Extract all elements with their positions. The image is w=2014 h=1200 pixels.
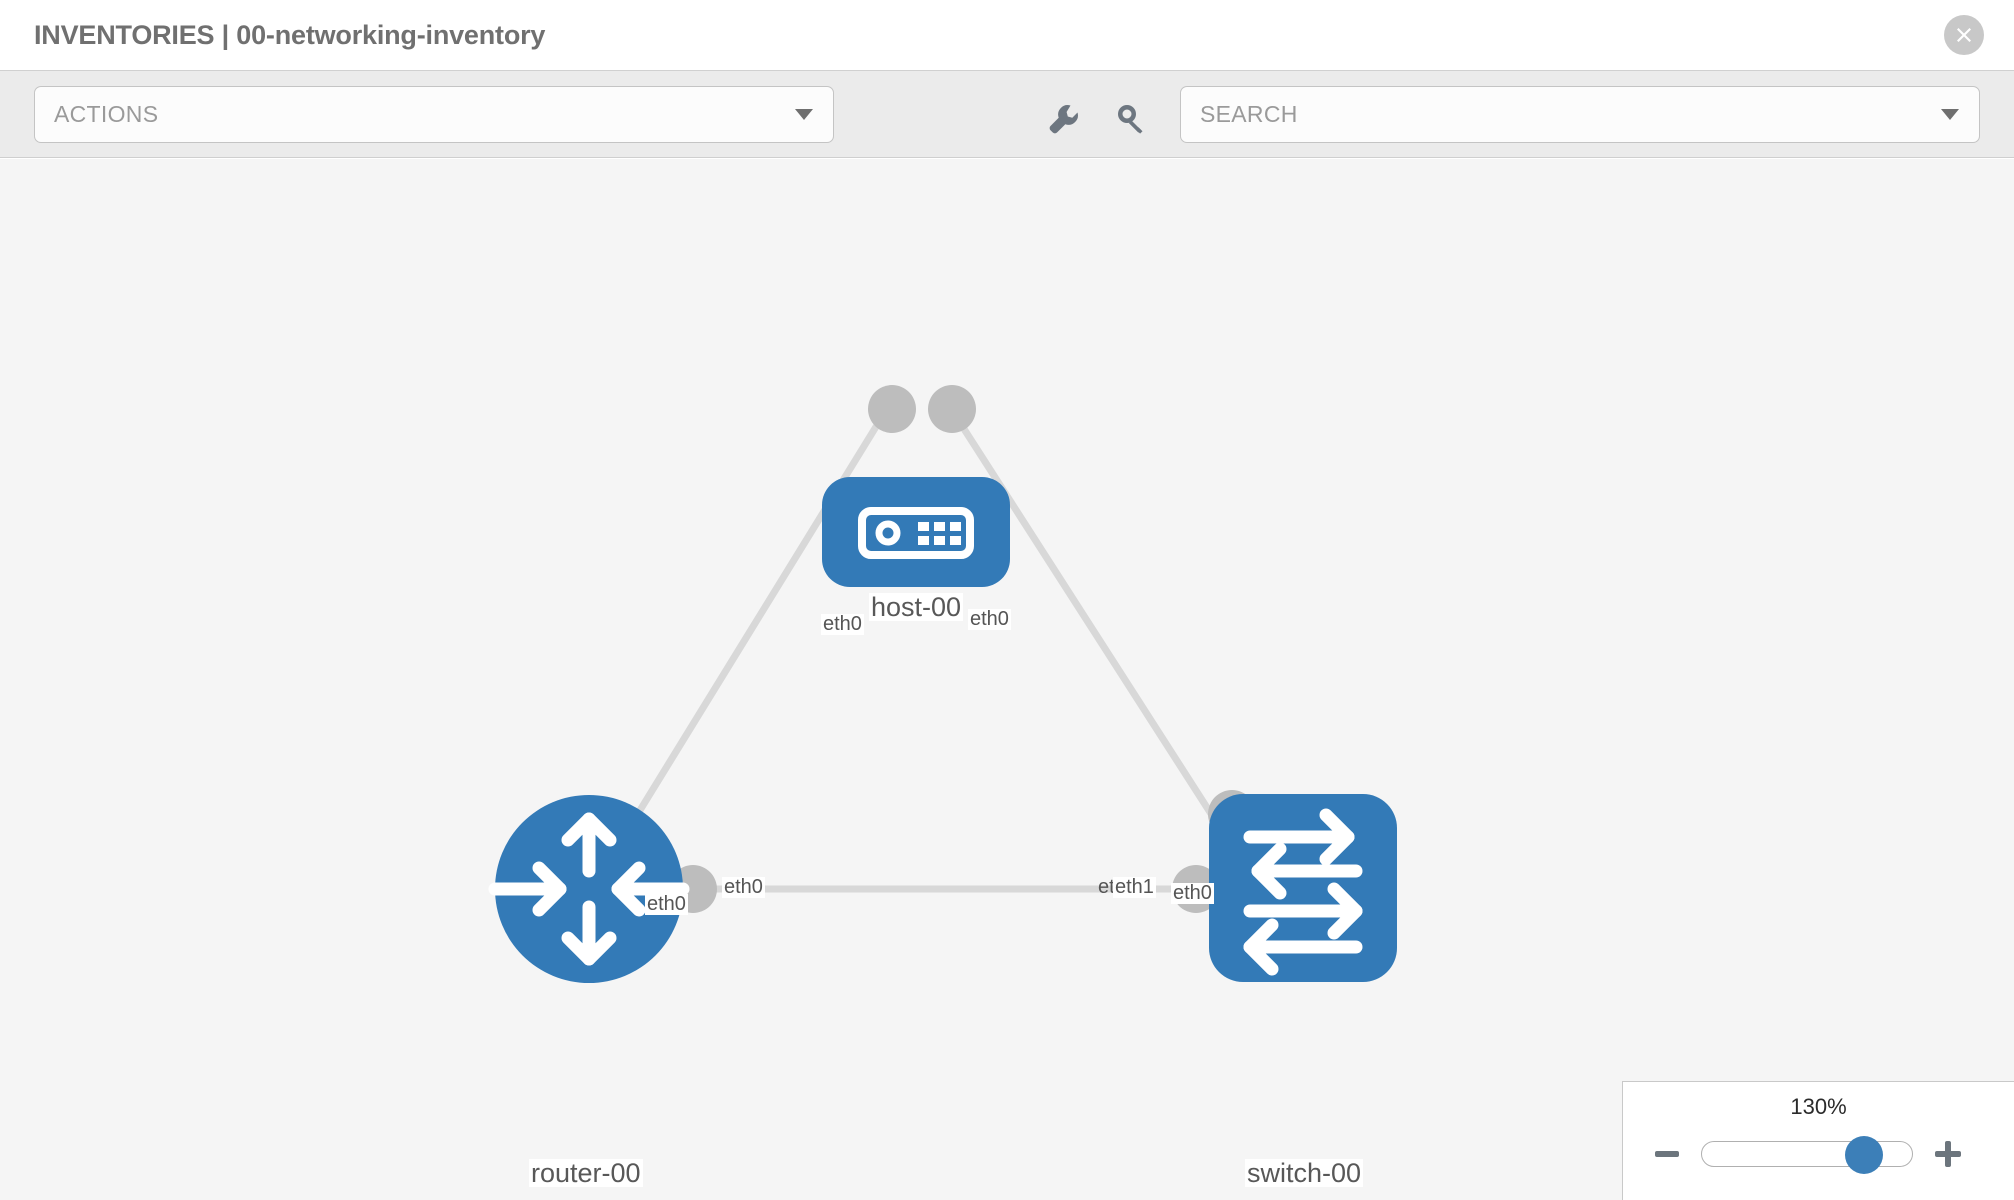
port-host-right [928, 385, 976, 433]
node-router-00 [488, 795, 690, 983]
page-title: INVENTORIES | 00-networking-inventory [34, 19, 546, 50]
port-label-host-eth0-right: eth0 [968, 608, 1011, 630]
topology-graph [488, 385, 1397, 983]
zoom-slider-thumb[interactable] [1845, 1136, 1883, 1174]
port-label-router-eth0-uplink: eth0 [645, 893, 688, 915]
port-host-left [868, 385, 916, 433]
zoom-out-button[interactable] [1655, 1151, 1679, 1157]
search-input[interactable]: SEARCH [1180, 86, 1980, 143]
wrench-icon[interactable] [1044, 99, 1084, 139]
zoom-slider-track[interactable] [1701, 1136, 1913, 1174]
zoom-slider-row [1623, 1134, 2014, 1174]
node-label-router-00: router-00 [529, 1158, 643, 1188]
chevron-down-icon [795, 109, 813, 120]
topology-canvas[interactable]: host-00 router-00 switch-00 eth0 eth0 et… [0, 159, 2014, 1200]
port-label-router-eth0: eth0 [722, 876, 765, 898]
search-placeholder: SEARCH [1200, 101, 1298, 127]
node-label-switch-00: switch-00 [1245, 1158, 1364, 1188]
node-switch-00 [1209, 794, 1397, 982]
actions-dropdown-label: ACTIONS [54, 101, 159, 127]
chevron-down-icon[interactable] [1941, 109, 1959, 120]
port-label-switch-eth1: eth1 [1113, 876, 1156, 898]
node-host-00 [822, 477, 1010, 587]
zoom-control-panel: 130% [1622, 1081, 2014, 1200]
toolbar: ACTIONS SEARCH [0, 70, 2014, 158]
port-label-host-eth0-left: eth0 [821, 613, 864, 635]
zoom-in-button[interactable] [1935, 1141, 1961, 1167]
actions-dropdown[interactable]: ACTIONS [34, 86, 834, 143]
port-label-switch-eth0-uplink: eth0 [1171, 882, 1214, 904]
close-icon[interactable] [1944, 15, 1984, 55]
node-label-host-00: host-00 [869, 592, 964, 622]
key-icon[interactable] [1110, 99, 1150, 139]
link-host-switch [945, 402, 1243, 861]
page-header: INVENTORIES | 00-networking-inventory [0, 0, 2014, 70]
zoom-percent-label: 130% [1790, 1094, 1847, 1119]
